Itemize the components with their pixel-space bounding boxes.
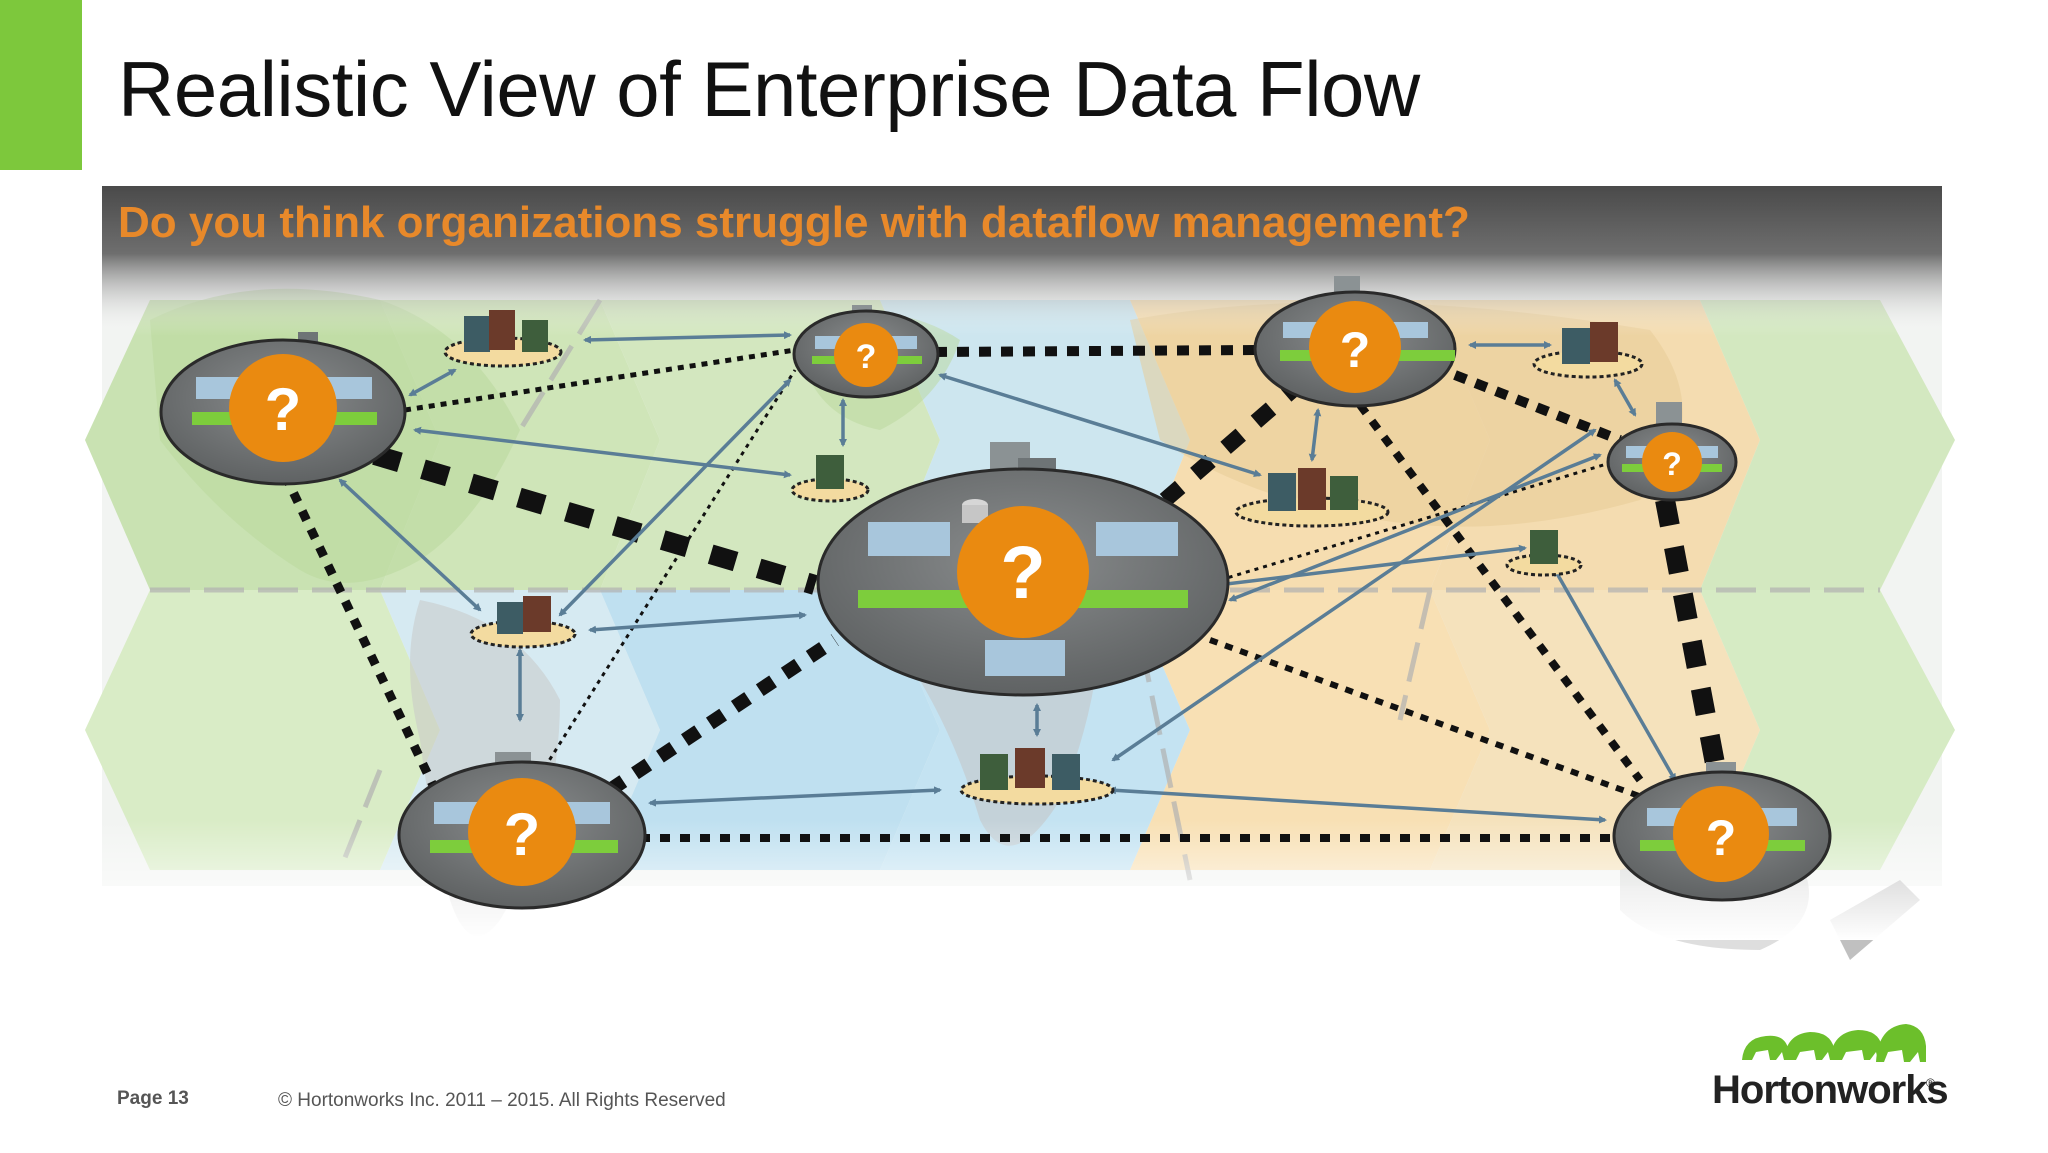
user-group-5: [1234, 468, 1390, 528]
hub-question-mark: ?: [1340, 322, 1371, 378]
user-group-1: [443, 310, 563, 368]
australia-hub: ?: [1612, 762, 1832, 902]
slide-title: Realistic View of Enterprise Data Flow: [118, 45, 1420, 133]
user-group-4: [959, 748, 1115, 806]
question-banner: [102, 186, 1942, 336]
page-number: Page 13: [117, 1088, 189, 1109]
hub-question-mark: ?: [265, 376, 302, 443]
hub-question-mark: ?: [1706, 810, 1737, 866]
hortonworks-wordmark: Hortonworks: [1712, 1068, 1949, 1112]
copyright-text: © Hortonworks Inc. 2011 – 2015. All Righ…: [278, 1090, 726, 1111]
user-group-2: [790, 455, 870, 503]
arrow-connections: [338, 331, 1677, 824]
hub-question-mark: ?: [1000, 531, 1045, 614]
hub-question-mark: ?: [504, 801, 541, 868]
hortonworks-elephant-logo: [1742, 1024, 1926, 1062]
north-america-hub: ?: [159, 332, 407, 486]
asia-hub: ?: [1253, 276, 1457, 408]
registered-mark: ®: [1926, 1076, 1935, 1090]
central-hub: ?: [816, 442, 1230, 697]
user-group-6: [1532, 322, 1644, 379]
user-group-3: [469, 596, 577, 649]
accent-bar: [0, 0, 82, 170]
europe-hub: ?: [792, 305, 940, 399]
hub-question-mark: ?: [856, 338, 877, 376]
question-text: Do you think organizations struggle with…: [118, 198, 1470, 247]
user-group-7: [1505, 530, 1583, 577]
east-asia-hub: ?: [1606, 402, 1738, 502]
south-america-hub: ?: [397, 752, 647, 910]
hub-question-mark: ?: [1662, 446, 1682, 482]
